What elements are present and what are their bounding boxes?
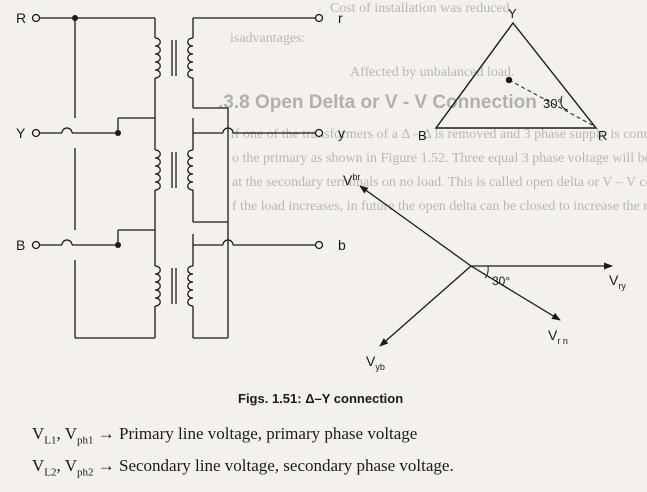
delta-return-bus <box>74 18 155 339</box>
label-Y: Y <box>16 125 26 141</box>
phasor-angle-arc <box>484 265 489 279</box>
label-b: b <box>338 237 346 253</box>
label-r: r <box>338 10 343 26</box>
terminal-y <box>314 128 324 138</box>
legend-sym-vl1: VL1 <box>32 424 57 447</box>
primary-coil-3 <box>154 265 161 307</box>
bleed-line-7: at the secondary terminals on no load. T… <box>232 175 647 190</box>
triangle-angle-arc <box>560 95 569 111</box>
label-v-yb: Vyb <box>366 353 385 372</box>
bleed-line-1: Cost of installation was reduced. <box>330 1 513 16</box>
terminal-b <box>314 240 324 250</box>
legend-sym-vl2: VL2 <box>32 456 57 479</box>
line-Y-crossover <box>61 127 73 134</box>
bleed-line-4: .3.8 Open Delta or V - V Connection <box>218 92 537 113</box>
phasor-v-yb <box>379 265 472 347</box>
vertex-Y: Y <box>508 6 517 21</box>
junction-b-primary <box>115 242 121 248</box>
terminal-labels: R Y B r y b <box>16 10 346 253</box>
primary-line-terminals <box>31 13 155 250</box>
figure-caption: Figs. 1.51: Δ–Y connection <box>238 391 403 406</box>
primary-windings <box>118 18 161 338</box>
secondary-windings <box>187 18 194 338</box>
legend-sym-vph1: Vph1 <box>64 424 94 447</box>
legend-text-1: Primary line voltage, primary phase volt… <box>119 424 418 443</box>
phasor-diagram <box>359 185 613 347</box>
junction-r-primary <box>72 15 78 21</box>
bleed-line-3: Affected by unbalanced load. <box>350 65 515 80</box>
secondary-coil-3 <box>187 265 194 307</box>
label-y: y <box>338 125 345 141</box>
legend-text-2: Secondary line voltage, secondary phase … <box>119 456 454 475</box>
line-b-crossover <box>222 239 234 246</box>
line-y-crossover <box>222 127 234 134</box>
bleed-line-2: isadvantages: <box>230 31 305 46</box>
line-B-crossover <box>61 239 73 246</box>
legend-secondary: VL2, Vph2 → Secondary line voltage, seco… <box>32 456 454 479</box>
secondary-line-terminals <box>193 13 324 250</box>
junction-y-primary <box>115 130 121 136</box>
legend-arrow-1: → <box>97 424 115 443</box>
vertex-B: B <box>418 128 427 143</box>
junction-dots <box>72 15 121 248</box>
transformer-cores <box>171 40 177 304</box>
phasor-v-rn <box>470 265 561 321</box>
legend-sym-vph2: Vph2 <box>64 456 94 479</box>
label-v-rn: Vr n <box>548 327 568 346</box>
terminal-B <box>31 240 41 250</box>
triangle-outline <box>434 21 598 129</box>
phasor-labels: Vbr Vry Vr n Vyb 30° <box>343 172 626 372</box>
primary-coil-1 <box>154 37 161 79</box>
bleed-line-5: If one of the transformers of a Δ – Δ is… <box>230 127 647 142</box>
vertex-R: R <box>598 128 607 143</box>
secondary-coil-2 <box>187 149 194 191</box>
bleed-line-8: f the load increases, in future the open… <box>232 199 647 214</box>
terminal-Y <box>31 128 41 138</box>
triangle-angle-label: 30° <box>543 96 563 111</box>
phasor-v-br <box>359 185 472 267</box>
background-bleed-text: Cost of installation was reduced. isadva… <box>218 1 647 214</box>
secondary-coil-1 <box>187 37 194 79</box>
terminal-R <box>31 13 41 23</box>
bleed-line-6: o the primary as shown in Figure 1.52. T… <box>232 151 647 166</box>
phasor-angle-label: 30° <box>492 274 510 288</box>
label-v-br: Vbr <box>343 172 360 188</box>
primary-coil-2 <box>154 149 161 191</box>
label-v-ry: Vry <box>609 272 626 291</box>
terminal-r <box>314 13 324 23</box>
delta-triangle: Y B R 30° <box>418 6 607 143</box>
transformer-circuit <box>31 13 324 339</box>
label-R: R <box>16 10 26 26</box>
label-B: B <box>16 237 25 253</box>
legend-primary: VL1, Vph1 → Primary line voltage, primar… <box>32 424 418 447</box>
centroid-dashed-line <box>508 79 595 127</box>
legend-arrow-2: → <box>97 456 115 475</box>
star-neutral-bus <box>193 107 229 339</box>
